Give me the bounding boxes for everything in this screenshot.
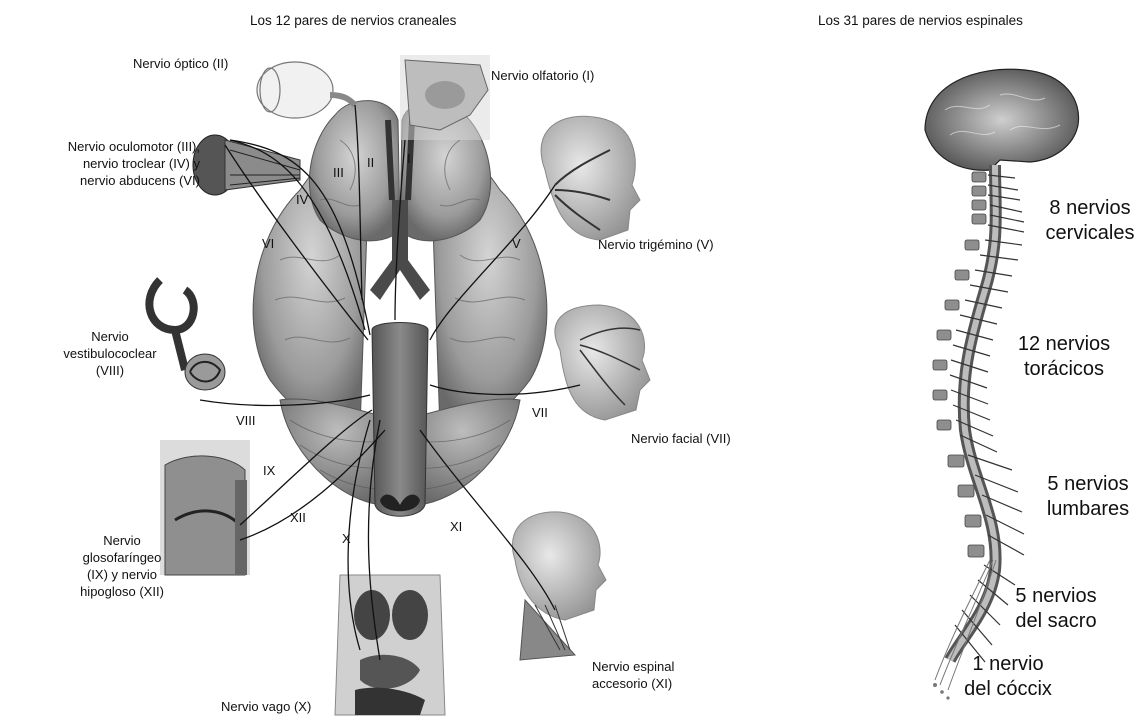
head-facial-illustration — [555, 305, 650, 420]
numeral-XII: XII — [290, 510, 306, 525]
spinal-group-thoracic: 12 nervios torácicos — [1006, 332, 1122, 382]
head-trigeminal-illustration — [541, 116, 640, 240]
numeral-III: III — [333, 165, 344, 180]
numeral-VI: VI — [262, 236, 274, 251]
label-oculomotor-group: Nervio oculomotor (III), nervio troclear… — [10, 138, 200, 189]
numeral-II: II — [367, 155, 374, 170]
numeral-X: X — [342, 531, 351, 546]
spinal-group-lumbar: 5 nervios lumbares — [1036, 472, 1140, 522]
numeral-I: I — [407, 151, 411, 166]
spinal-group-coccygeal: 1 nervio del cóccix — [956, 652, 1060, 702]
spinal-group-cervical: 8 nervios cervicales — [1040, 196, 1140, 246]
numeral-XI: XI — [450, 519, 462, 534]
label-vestibulocochlear: Nervio vestibulococlear (VIII) — [50, 328, 170, 379]
numeral-IX: IX — [263, 463, 276, 478]
spinal-group-sacral: 5 nervios del sacro — [1004, 584, 1108, 634]
numeral-VII: VII — [532, 405, 548, 420]
numeral-IV: IV — [296, 192, 309, 207]
nasal-illustration — [400, 55, 490, 140]
label-vagus-nerve: Nervio vago (X) — [221, 698, 311, 715]
numeral-VIII: VIII — [236, 413, 256, 428]
label-olfactory-nerve: Nervio olfatorio (I) — [491, 67, 594, 84]
head-accessory-illustration — [512, 512, 606, 660]
numeral-V: V — [512, 236, 521, 251]
label-spinal-accessory: Nervio espinal accesorio (XI) — [592, 658, 674, 692]
label-glossopharyngeal: Nervio glosofaríngeo (IX) y nervio hipog… — [62, 532, 182, 600]
label-trigeminal-nerve: Nervio trigémino (V) — [598, 236, 714, 253]
torso-illustration — [335, 575, 445, 715]
label-optic-nerve: Nervio óptico (II) — [133, 55, 228, 72]
label-facial-nerve: Nervio facial (VII) — [631, 430, 731, 447]
eye-muscles-illustration — [193, 135, 300, 195]
